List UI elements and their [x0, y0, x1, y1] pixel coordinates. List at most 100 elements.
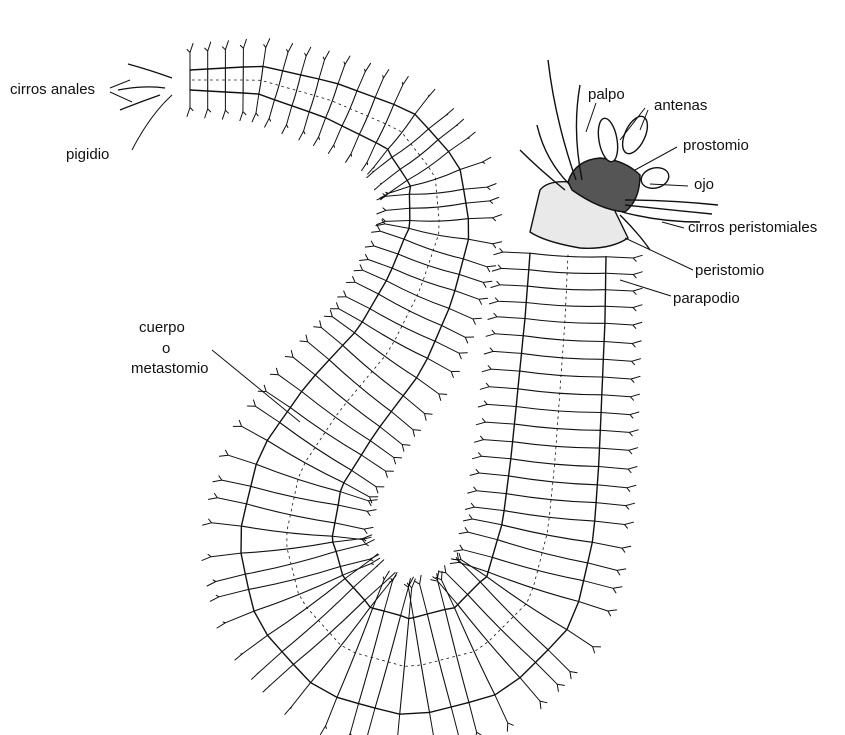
parapodium	[301, 47, 311, 75]
segment-ring	[407, 152, 448, 181]
segment-ring	[256, 464, 340, 491]
parapodium	[380, 427, 410, 452]
segment-ring	[520, 371, 603, 377]
parapodium	[599, 467, 637, 473]
parapodium	[597, 485, 636, 492]
segment-ring	[379, 294, 442, 326]
leader-palpo	[586, 103, 596, 132]
parapodium	[393, 714, 400, 735]
parapodium	[482, 366, 520, 372]
parapodium	[603, 376, 640, 382]
leader-parapodio	[620, 280, 671, 296]
parapodium	[596, 503, 635, 510]
label-parapodio: parapodio	[673, 290, 740, 307]
leader-cirros-anales	[110, 80, 132, 102]
parapodium	[584, 581, 622, 593]
parapodium	[495, 695, 513, 731]
parapodium	[579, 602, 617, 616]
leader-prostomio	[635, 147, 677, 170]
parapodium	[263, 39, 270, 67]
parapodium	[338, 291, 370, 309]
parapodium	[455, 291, 488, 305]
parapodium	[451, 553, 480, 582]
segment-ring	[362, 322, 427, 358]
parapodium	[451, 707, 463, 735]
parapodium	[459, 274, 492, 287]
peristomial-cirrus-1	[625, 200, 718, 205]
parapodium	[217, 611, 254, 628]
segment-ring	[445, 609, 469, 702]
anal-cirrus-2	[120, 95, 160, 110]
label-palpo: palpo	[588, 86, 625, 103]
segment-ring	[343, 345, 404, 395]
parapodium	[353, 560, 383, 588]
parapodium	[285, 683, 311, 715]
label-metastomio: metastomio	[131, 360, 209, 377]
parapodium	[439, 566, 468, 595]
parapodium	[354, 265, 386, 281]
label-peristomio: peristomio	[695, 262, 764, 279]
segment-ring	[427, 614, 451, 707]
segment-ring	[326, 84, 338, 118]
anal-cirrus-1	[128, 64, 172, 78]
peristomial-cirrus-2	[625, 205, 712, 214]
parapodium	[384, 573, 397, 612]
parapodium	[600, 430, 638, 436]
label-ojo: ojo	[694, 176, 714, 193]
parapodium	[480, 383, 518, 389]
parapodium	[449, 308, 481, 324]
parapodium	[375, 70, 389, 98]
parapodium	[265, 100, 275, 127]
segment-ring	[342, 91, 357, 126]
label-cirros-anales: cirros anales	[10, 81, 95, 98]
parapodium	[601, 412, 639, 418]
antenna-2	[617, 113, 652, 158]
tentacle-1	[537, 125, 570, 185]
parapodium	[377, 208, 410, 214]
parapodium	[602, 394, 640, 400]
parapodium	[489, 298, 526, 304]
parapodium	[415, 575, 427, 614]
parapodium	[548, 650, 577, 679]
parapodium	[314, 321, 343, 346]
segment-ring	[502, 525, 593, 543]
parapodium	[207, 574, 245, 586]
parapodium	[391, 412, 420, 437]
parapodium	[476, 419, 514, 425]
segment-ring	[280, 423, 352, 471]
parapodium	[486, 330, 523, 336]
segment-ring	[249, 567, 341, 590]
parapodium	[520, 678, 547, 709]
parapodium	[205, 42, 211, 69]
parapodium	[283, 44, 293, 71]
parapodium	[469, 239, 502, 248]
parapodium	[588, 563, 626, 575]
parapodium	[469, 702, 481, 735]
parapodium	[338, 505, 376, 515]
parapodium	[429, 109, 454, 129]
parapodium	[213, 476, 251, 486]
parapodium	[494, 249, 530, 255]
parapodium	[340, 555, 379, 567]
parapodium	[357, 63, 371, 91]
parapodium	[606, 255, 642, 261]
parapodium	[365, 241, 398, 254]
label-prostomio: prostomio	[683, 137, 749, 154]
parapodium	[282, 106, 292, 134]
label-pigidio: pigidio	[66, 146, 109, 163]
parapodium	[435, 341, 467, 359]
segment-ring	[247, 504, 335, 523]
parapodium	[536, 662, 565, 691]
parapodium	[328, 126, 342, 153]
segment-ring	[458, 605, 520, 678]
parapodium	[465, 503, 504, 510]
parapodium	[475, 436, 513, 442]
leader-cuerpo	[212, 350, 300, 422]
parapodium	[433, 571, 445, 610]
segment-ring	[370, 309, 435, 342]
parapodium	[430, 712, 439, 735]
segment-ring	[251, 486, 338, 505]
parapodium	[338, 56, 350, 84]
parapodium	[606, 272, 643, 278]
parapodium	[470, 469, 509, 476]
